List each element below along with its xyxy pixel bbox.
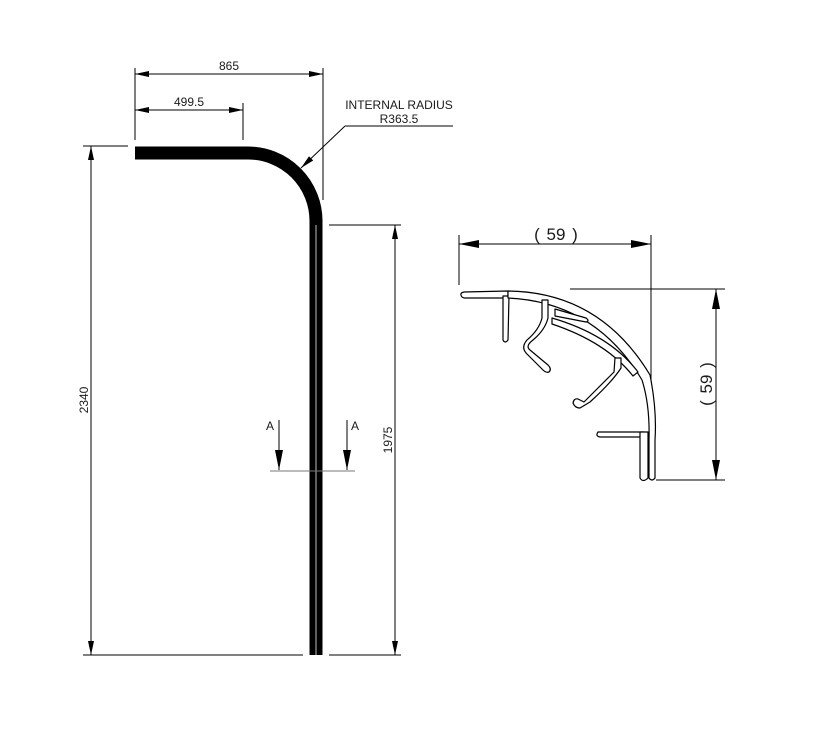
dim-width-paren-close: ) [572,225,578,244]
section-label-left: A [266,419,274,433]
radius-label-line1: INTERNAL RADIUS [345,98,453,112]
profile-section-view: ( 59 ) ( 59 ) [458,225,725,482]
dim-499-text: 499.5 [174,95,204,109]
dim-width-text: 59 [547,225,566,244]
section-label-right: A [351,419,359,433]
dim-height-text: 59 [697,375,716,394]
radius-label-line2: R363.5 [380,112,419,126]
dim-1975-text: 1975 [381,426,395,453]
elevation-view: 865 499.5 INTERNAL RADIUS R363.5 2340 19… [77,59,453,656]
dim-2340-text: 2340 [77,386,91,413]
radius-leader-arrow [300,125,346,169]
dim-height-paren-open: ( [697,400,716,406]
dim-865-text: 865 [219,59,239,73]
aluminium-profile-outline [460,290,657,482]
dim-height-paren-close: ) [697,362,716,368]
dim-width-paren-open: ( [534,225,540,244]
bent-rail [135,146,323,655]
